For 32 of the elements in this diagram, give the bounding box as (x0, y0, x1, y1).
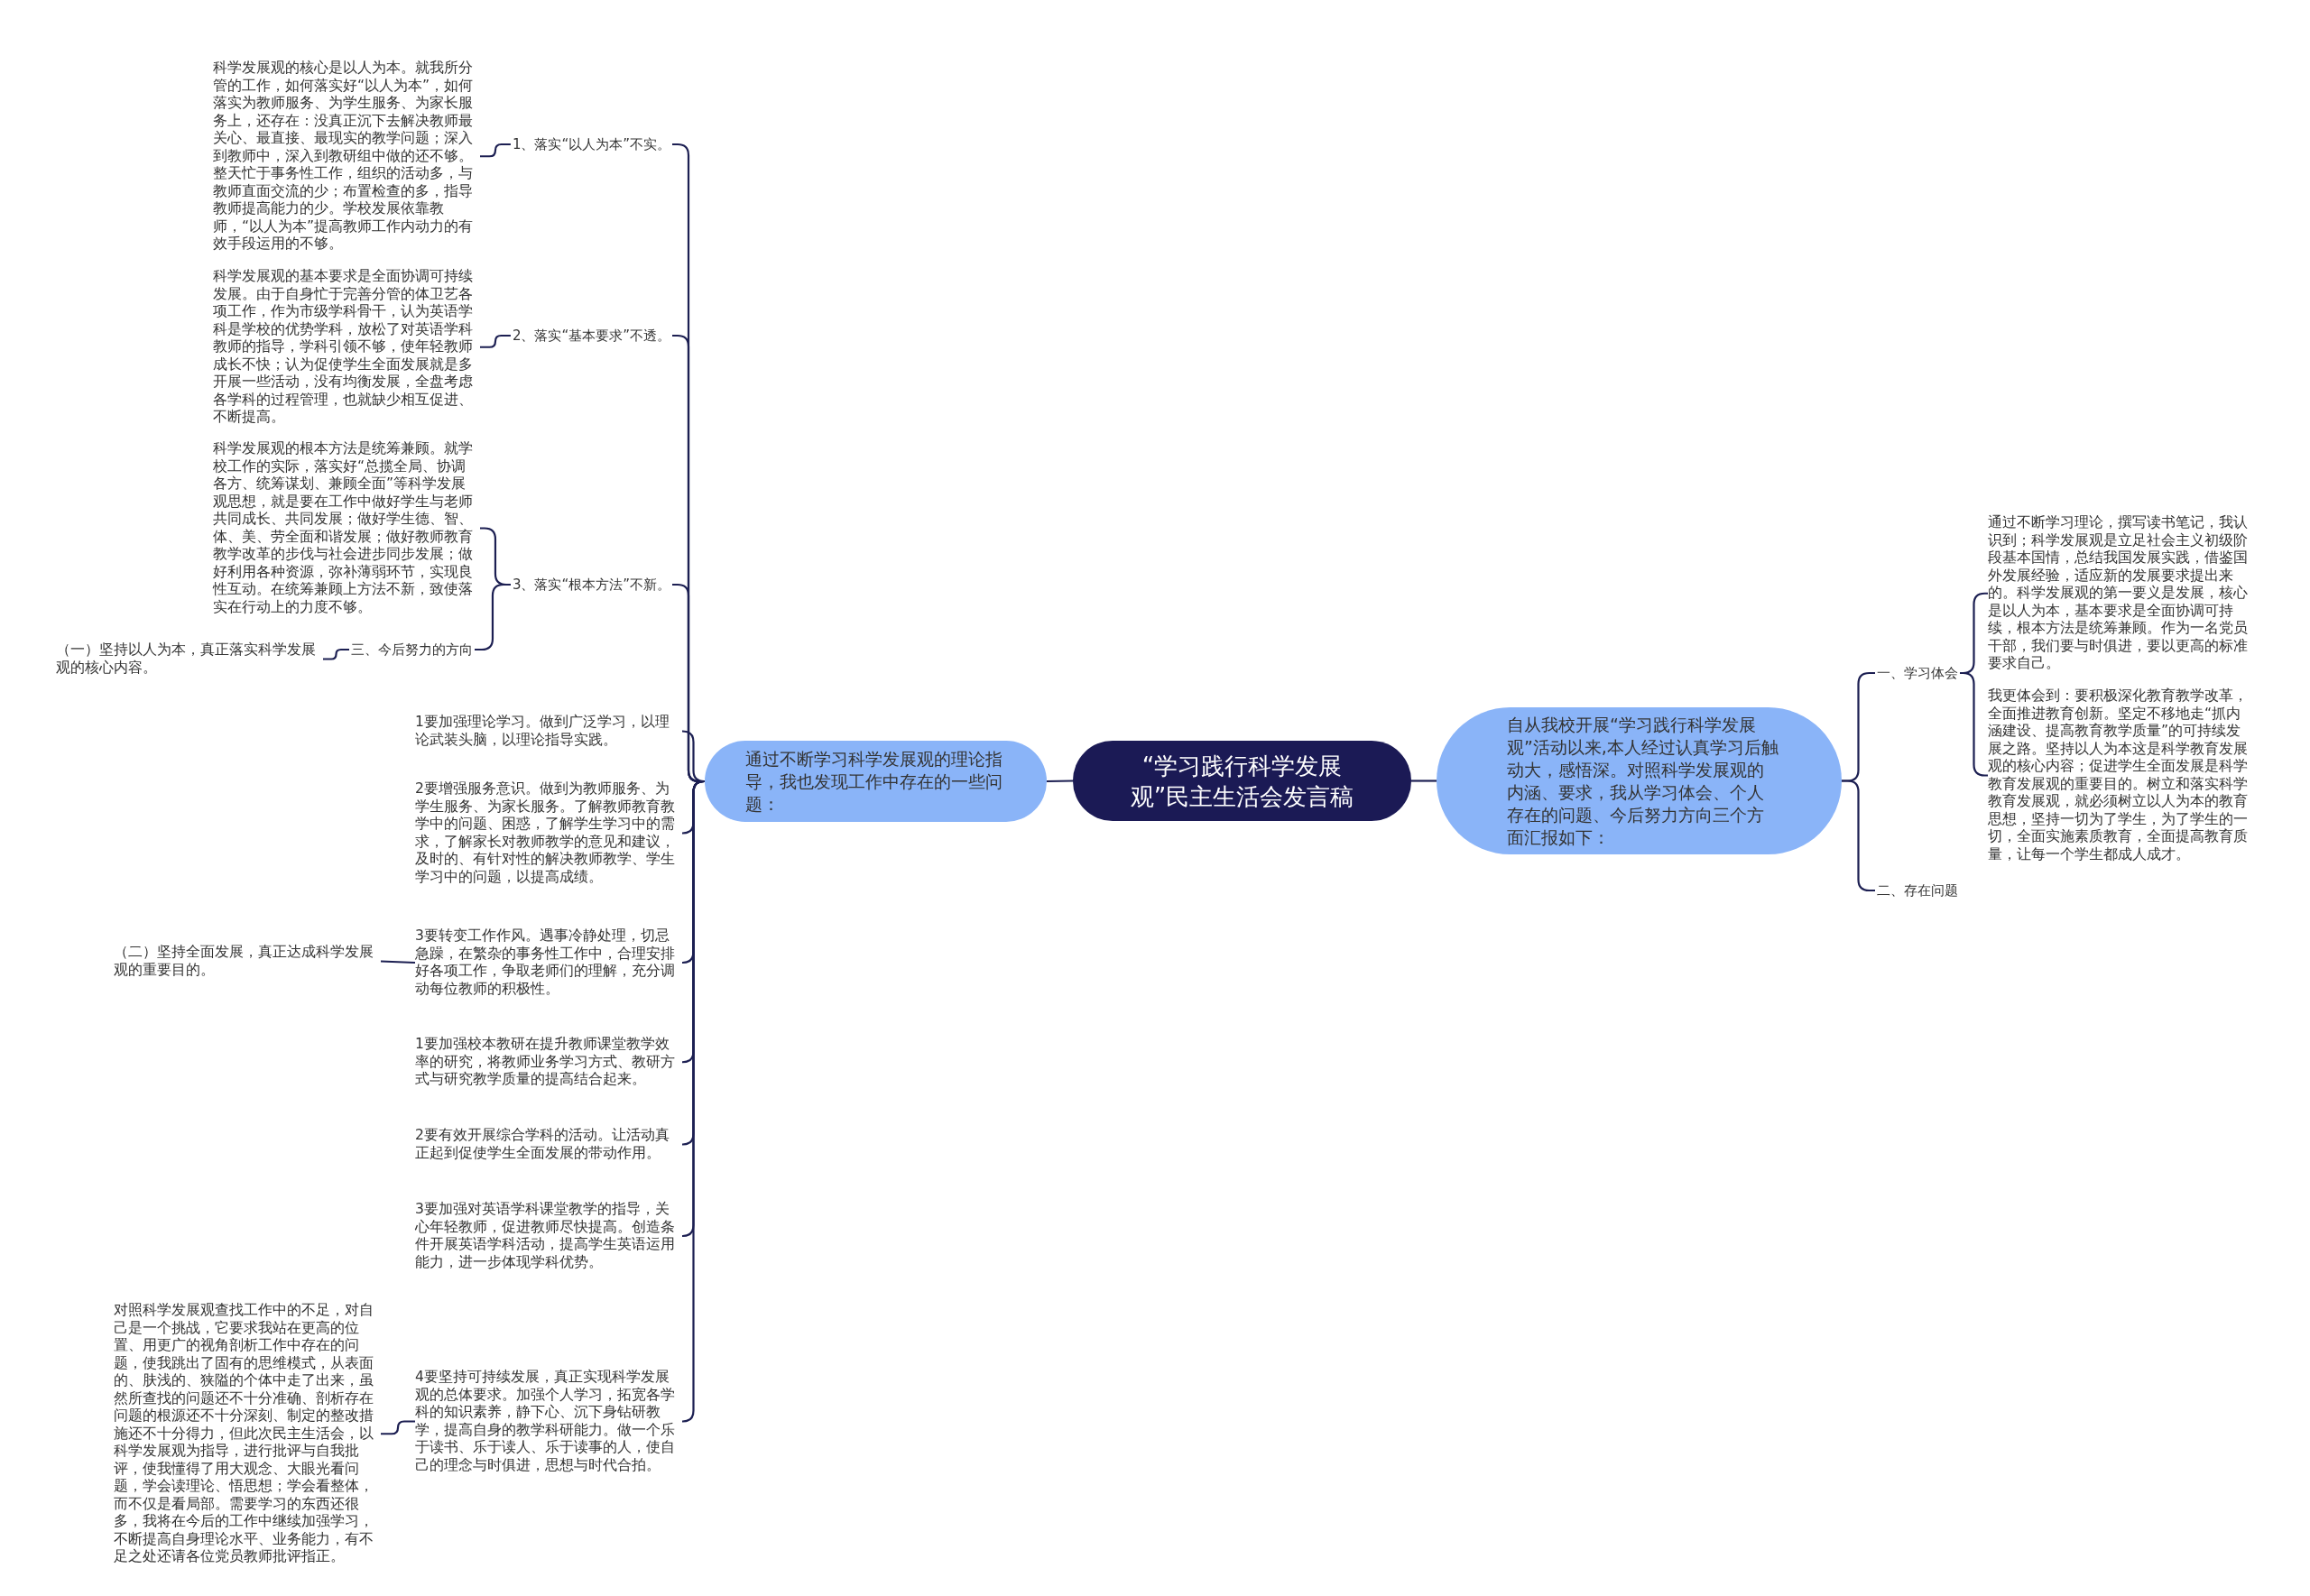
text-paragraph: 2要增强服务意识。做到为教师服务、为学生服务、为家长服务。了解教师教育教学中的问题、困惑，了解学生学习中的需求，了解家长对教师教学的意见和建议，及时的、有针对性的解决教师教学、学生学习中的问题，以提高成绩。 (415, 780, 676, 886)
text-paragraph: （一）坚持以人为本，真正落实科学发展观的核心内容。 (56, 641, 317, 677)
connector-line (1047, 780, 1073, 783)
connector-line (480, 143, 511, 158)
text-paragraph: 3要转变工作作风。遇事冷静处理，切忌急躁，在繁杂的事务性工作中，合理安排好各项工作，争取老师们的理解，充分调动每位教师的积极性。 (415, 927, 676, 998)
branch-label: 一、学习体会 (1877, 664, 1958, 682)
text-paragraph: 2要有效开展综合学科的活动。让活动真正起到促使学生全面发展的带动作用。 (415, 1127, 670, 1162)
text-paragraph: （二）坚持全面发展，真正达成科学发展观的重要目的。 (114, 944, 374, 979)
text-paragraph: 对照科学发展观查找工作中的不足，对自己是一个挑战，它要求我站在更高的位置、用更广的视角剖析工作中存在的问题，使我跳出了固有的思维模式，从表面的、肤浅的、狭隘的个体中走了出来，虽然所查找的问题还不十分准确、剖析存在问题的根源还不十分深刻、制定的整改措施还不十分得力，但此次民主生活会，以科学发展观为指导，进行批评与自我批评，使我懂得了用大观念、大眼光看问题，学会读理论、悟思想；学会看整体，而不仅是看局部。需要学习的东西还很多，我将在今后的工作中继续加强学习，不断提高自身理论水平、业务能力，有不足之处还请各位党员教师批评指正。 (114, 1302, 374, 1566)
topic-pill: 自从我校开展“学习践行科学发展观”活动以来,本人经过认真学习后触动大，感悟深。对照科学发展观的内涵、要求，我从学习体会、个人存在的问题、今后努力方向三个方面汇报如下： (1437, 707, 1842, 854)
connector-line (681, 780, 706, 1423)
text-paragraph: 科学发展观的核心是以人为本。就我所分管的工作，如何落实好“以人为本”，如何落实为教师服务、为学生服务、为家长服务上，还存在：没真正沉下去解决教师最关心、最直接、最现实的教学问题；深入到教师中，深入到教研组中做的还不够。整天忙于事务性工作，组织的活动多，与教师直面交流的少；布置检查的多，指导教师提高能力的少。学校发展依靠教师，“以人为本”提高教师工作内动力的有效手段运用的不够。 (213, 60, 475, 254)
text-paragraph: 1要加强校本教研在提升教师课堂教学效率的研究，将教师业务学习方式、教研方式与研究教学质量的提高结合起来。 (415, 1036, 676, 1089)
connector-line (381, 1420, 415, 1435)
connector-line (380, 960, 416, 964)
branch-label: 3、落实“根本方法”不新。 (512, 576, 670, 594)
connector-line (323, 648, 349, 660)
text-paragraph: 1要加强理论学习。做到广泛学习，以理论武装头脑，以理论指导实践。 (415, 714, 670, 749)
text-paragraph: 科学发展观的根本方法是统筹兼顾。就学校工作的实际，落实好“总揽全局、协调各方、统筹谋划、兼顾全面”等科学发展观思想，就是要在工作中做好学生与老师共同成长、共同发展；做好学生德、智、体、美、劳全面和谐发展；做好教师教育教学改革的步伐与社会进步同步发展；做好利用各种资源，弥补薄弱环节，实现良性互动。在统筹兼顾上方法不新，致使落实在行动上的力度不够。 (213, 440, 474, 616)
connector-line (480, 334, 511, 348)
branch-label: 1、落实“以人为本”不实。 (512, 135, 670, 153)
text-paragraph: 3要加强对英语学科课堂教学的指导，关心年轻教师，促进教师尽快提高。创造条件开展英语学科活动，提高学生英语运用能力，进一步体现学科优势。 (415, 1201, 676, 1271)
branch-label: 2、落实“基本要求”不透。 (512, 327, 670, 345)
text-paragraph: 通过不断学习理论，撰写读书笔记，我认识到；科学发展观是立足社会主义初级阶段基本国情，总结我国发展实践，借鉴国外发展经验，适应新的发展要求提出来的。科学发展观的第一要义是发展，核心是以人为本，基本要求是全面协调可持续，根本方法是统筹兼顾。作为一名党员干部，我们要与时俱进，要以更高的标准要求自己。 (1988, 514, 2249, 673)
text-paragraph: 我更体会到：要积极深化教育教学改革，全面推进教育创新。坚定不移地走“抓内涵建设、提高教育教学质量”的可持续发展之路。坚持以人为本这是科学教育发展观的核心内容；促进学生全面发展是科学教育发展观的重要目的。树立和落实科学教育发展观，就必须树立以人为本的教育思想，坚持一切为了学生，为了学生的一切，全面实施素质教育，全面提高教育质量，让每一个学生都成人成才。 (1988, 687, 2249, 863)
text-paragraph: 科学发展观的基本要求是全面协调可持续发展。由于自身忙于完善分管的体卫艺各项工作，作为市级学科骨干，认为英语学科是学校的优势学科，放松了对英语学科教师的指导，学科引领不够，使年轻教师成长不快；认为促使学生全面发展就是多开展一些活动，没有均衡发展，全盘考虑各学科的过程管理，也就缺少相互促进、不断提高。 (213, 268, 474, 427)
branch-label: 二、存在问题 (1877, 881, 1958, 899)
central-topic: “学习践行科学发展观”民主生活会发言稿 (1073, 741, 1411, 821)
topic-pill: 通过不断学习科学发展观的理论指导，我也发现工作中存在的一些问题： (705, 741, 1047, 822)
branch-label: 三、今后努力的方向 (351, 641, 473, 659)
connector-line (1411, 780, 1437, 782)
text-paragraph: 4要坚持可持续发展，真正实现科学发展观的总体要求。加强个人学习，拓宽各学科的知识素养，静下心、沉下身钻研教学，提高自身的教学科研能力。做一个乐于读书、乐于读人、乐于读事的人，使自己的理念与时俱进，思想与时代合拍。 (415, 1369, 676, 1474)
